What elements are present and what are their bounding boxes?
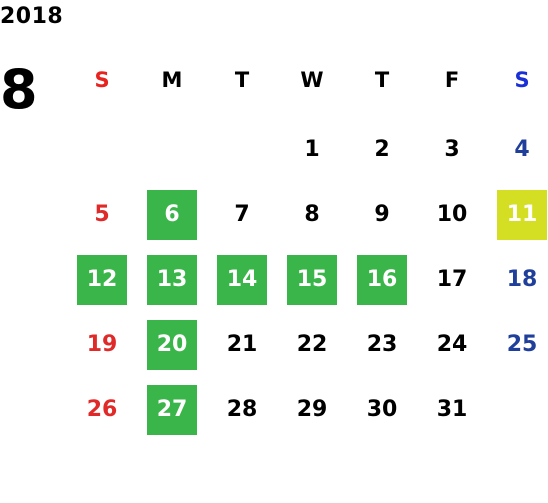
calendar-year: 2018 xyxy=(0,4,64,29)
calendar-day-4[interactable]: 4 xyxy=(514,137,530,162)
weekday-header-sunday: S xyxy=(94,68,110,92)
calendar-day-24[interactable]: 24 xyxy=(436,332,468,357)
calendar-day-1[interactable]: 1 xyxy=(304,137,320,162)
calendar-day-22[interactable]: 22 xyxy=(296,332,328,357)
calendar-day-15[interactable]: 15 xyxy=(287,255,337,305)
calendar-day-30[interactable]: 30 xyxy=(366,397,398,422)
calendar-month: 8 xyxy=(0,58,38,121)
calendar-day-27[interactable]: 27 xyxy=(147,385,197,435)
weekday-header-tuesday: T xyxy=(234,68,250,92)
calendar-day-25[interactable]: 25 xyxy=(506,332,538,357)
calendar-day-28[interactable]: 28 xyxy=(226,397,258,422)
weekday-header-thursday: T xyxy=(374,68,390,92)
calendar-day-9[interactable]: 9 xyxy=(374,202,390,227)
weekday-header-friday: F xyxy=(444,68,460,92)
calendar-day-18[interactable]: 18 xyxy=(506,267,538,292)
calendar-day-29[interactable]: 29 xyxy=(296,397,328,422)
calendar-day-16[interactable]: 16 xyxy=(357,255,407,305)
calendar-day-17[interactable]: 17 xyxy=(436,267,468,292)
calendar-day-7[interactable]: 7 xyxy=(234,202,250,227)
calendar-day-13[interactable]: 13 xyxy=(147,255,197,305)
calendar-day-11[interactable]: 11 xyxy=(497,190,547,240)
calendar-day-8[interactable]: 8 xyxy=(304,202,320,227)
calendar-day-3[interactable]: 3 xyxy=(444,137,460,162)
weekday-header-saturday: S xyxy=(514,68,530,92)
weekday-header-monday: M xyxy=(161,68,183,92)
calendar-day-26[interactable]: 26 xyxy=(86,397,118,422)
calendar-day-19[interactable]: 19 xyxy=(86,332,118,357)
calendar-day-2[interactable]: 2 xyxy=(374,137,390,162)
calendar-day-31[interactable]: 31 xyxy=(436,397,468,422)
calendar-day-12[interactable]: 12 xyxy=(77,255,127,305)
weekday-header-wednesday: W xyxy=(300,68,324,92)
calendar-day-5[interactable]: 5 xyxy=(94,202,110,227)
calendar-day-6[interactable]: 6 xyxy=(147,190,197,240)
calendar-day-14[interactable]: 14 xyxy=(217,255,267,305)
calendar-day-21[interactable]: 21 xyxy=(226,332,258,357)
calendar-day-23[interactable]: 23 xyxy=(366,332,398,357)
calendar-day-20[interactable]: 20 xyxy=(147,320,197,370)
calendar-day-10[interactable]: 10 xyxy=(436,202,468,227)
